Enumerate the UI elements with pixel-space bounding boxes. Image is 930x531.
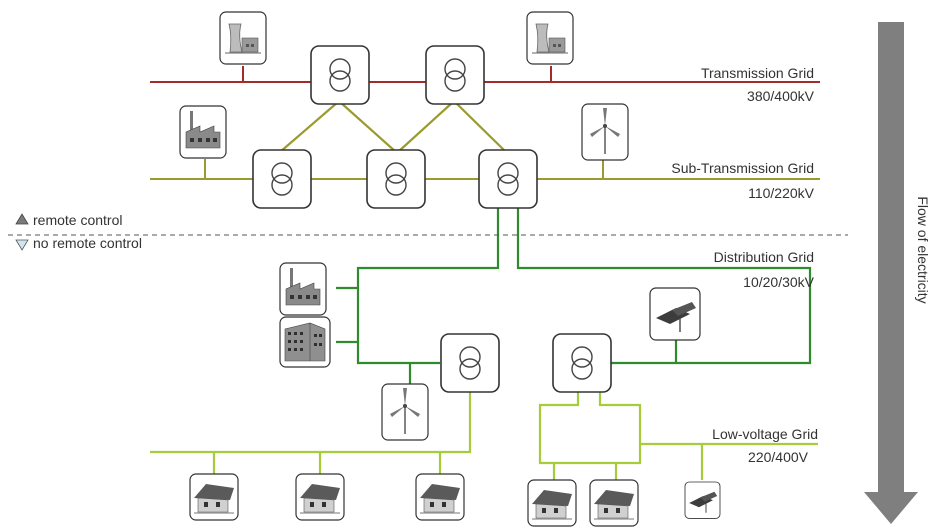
house-icon [189, 473, 239, 521]
transformer-transmission-2 [425, 45, 485, 105]
low-voltage-grid-label: Low-voltage Grid [712, 426, 818, 442]
transformer-distribution-2 [552, 333, 612, 393]
low-voltage-voltage-label: 220/400V [748, 449, 809, 465]
sub-mesh [279, 101, 507, 153]
flow-arrow [864, 22, 918, 524]
house-icon [295, 473, 345, 521]
transformer-sub-2 [366, 149, 426, 209]
legend-no-remote-label: no remote control [33, 235, 142, 251]
sub-transmission-voltage-label: 110/220kV [748, 185, 815, 201]
transmission-voltage-label: 380/400kV [747, 88, 815, 104]
wind-turbine-icon [381, 383, 429, 441]
power-plant-icon [219, 11, 267, 65]
transmission-grid-label: Transmission Grid [701, 65, 814, 81]
solar-panel-icon [684, 481, 721, 519]
factory-icon [279, 262, 327, 316]
house-icon [415, 473, 465, 521]
legend-remote-label: remote control [33, 212, 122, 228]
flow-of-electricity-label: Flow of electricity [915, 196, 930, 303]
distribution-grid-label: Distribution Grid [714, 249, 814, 265]
solar-panel-icon [649, 287, 701, 341]
power-plant-icon [526, 11, 574, 65]
transformer-sub-3 [478, 149, 538, 209]
transformer-transmission-1 [310, 45, 370, 105]
wind-turbine-icon [581, 103, 629, 161]
transformer-distribution-1 [440, 333, 500, 393]
house-icon [527, 479, 577, 527]
sub-transmission-grid-label: Sub-Transmission Grid [671, 160, 814, 176]
house-icon [589, 479, 639, 527]
transformer-sub-1 [252, 149, 312, 209]
distribution-voltage-label: 10/20/30kV [743, 274, 814, 290]
low-voltage-lines [150, 392, 818, 480]
office-building-icon [279, 316, 331, 368]
remote-control-triangle-icon [15, 213, 29, 225]
no-remote-control-triangle-icon [15, 239, 29, 251]
factory-icon [179, 105, 227, 159]
